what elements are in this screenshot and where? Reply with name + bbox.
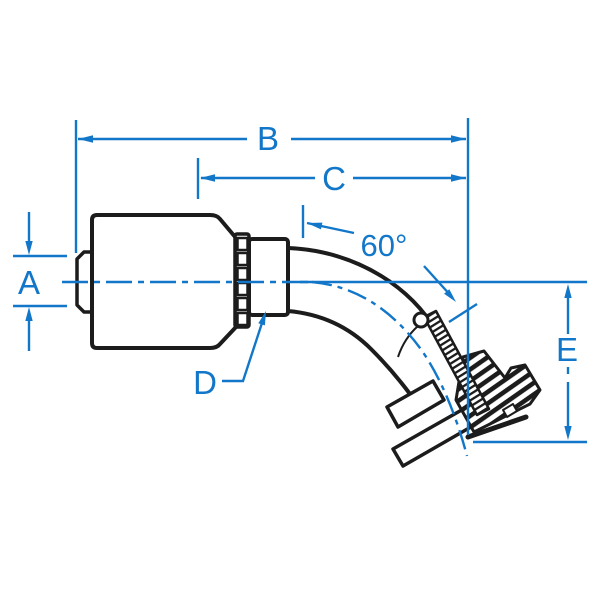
- tube-wall-section-hatched: [422, 309, 491, 417]
- dimension-annotations: B C A 60°: [13, 118, 587, 457]
- centerline-tube-axis: [311, 280, 469, 457]
- arrowhead-down: [25, 241, 33, 255]
- collar-window: [236, 251, 249, 267]
- tube-end-junction-line: [397, 325, 419, 358]
- label-angle: 60°: [361, 228, 408, 263]
- arrowhead-down: [564, 426, 572, 440]
- angle-extension-tick-slanted: [448, 302, 478, 324]
- tube-inner-outline: [286, 309, 412, 396]
- arrowhead-left: [200, 174, 215, 182]
- arrowhead-right: [451, 174, 466, 182]
- fitting-body-group: [75, 213, 542, 468]
- arrowhead: [258, 311, 266, 326]
- dimension-C: C: [196, 158, 466, 199]
- dimension-D: D: [193, 311, 266, 401]
- collar-window: [236, 266, 249, 282]
- tube-end-bead: [412, 311, 430, 329]
- dimension-angle-60: 60°: [301, 205, 478, 324]
- label-E: E: [556, 331, 578, 368]
- serrated-collar: [233, 232, 251, 329]
- label-B: B: [257, 120, 279, 157]
- label-A: A: [18, 264, 40, 301]
- nut-outline: [247, 237, 290, 317]
- arrowhead-left: [78, 135, 93, 143]
- d-leader-line: [222, 322, 264, 383]
- arrowhead-up: [564, 284, 572, 298]
- collar-window: [236, 311, 249, 327]
- flange-clamp-upper-plate: [385, 379, 446, 429]
- dimension-E: E: [473, 284, 587, 444]
- label-D: D: [193, 364, 217, 401]
- flange-face-edge: [465, 414, 529, 440]
- label-C: C: [322, 160, 346, 197]
- collar-window: [236, 281, 249, 297]
- arrowhead-up: [25, 307, 33, 321]
- arrowhead-right: [451, 135, 466, 143]
- collar-window: [236, 296, 249, 312]
- arrowhead-right: [444, 289, 456, 302]
- oring-groove-notch: [502, 403, 518, 418]
- collar-window: [236, 236, 249, 252]
- arrowhead-left: [307, 222, 323, 230]
- dimension-B: B: [74, 118, 470, 435]
- dimension-A: A: [13, 212, 67, 351]
